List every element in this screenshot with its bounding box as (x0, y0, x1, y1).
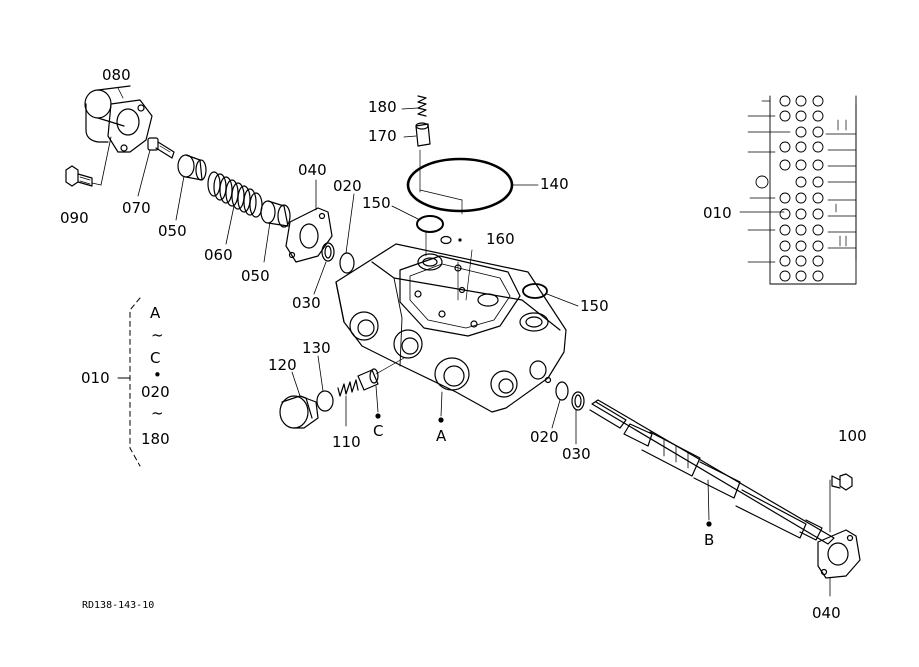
marker-a: A (436, 427, 447, 445)
reference-code: RD138-143-10 (82, 600, 155, 611)
spring-seat-050-left (175, 154, 207, 221)
label-120: 120 (268, 356, 297, 374)
marker-c: C (373, 422, 384, 440)
label-090: 090 (60, 209, 89, 227)
label-130: 130 (302, 339, 331, 357)
label-010-inset: 010 (703, 204, 732, 222)
range-a: A (150, 304, 161, 322)
valve-body (335, 149, 567, 413)
label-160: 160 (486, 230, 515, 248)
backup-ring-030-upper (313, 242, 335, 295)
label-170: 170 (368, 127, 397, 145)
range-020: 020 (141, 383, 170, 401)
range-tilde-1: ~ (151, 326, 164, 344)
marker-a-leader (438, 391, 444, 423)
label-100: 100 (838, 427, 867, 445)
label-030-upper: 030 (292, 294, 321, 312)
spring-110 (337, 379, 359, 427)
o-ring-150-right (522, 283, 579, 307)
o-ring-140 (406, 157, 539, 213)
range-180: 180 (141, 430, 170, 448)
flange-040-upper (285, 179, 333, 263)
label-040-upper: 040 (298, 161, 327, 179)
range-dot: • (153, 366, 162, 384)
spring-060 (207, 171, 263, 245)
label-020-upper: 020 (333, 177, 362, 195)
spool-b (589, 399, 835, 545)
label-080: 080 (102, 66, 131, 84)
cap-120 (279, 371, 319, 429)
range-c: C (150, 349, 161, 367)
o-ring-130 (316, 355, 334, 412)
label-020-right: 020 (530, 428, 559, 446)
label-010-bracket: 010 (81, 369, 110, 387)
pin-070 (137, 137, 175, 197)
label-110: 110 (332, 433, 361, 451)
poppet-c (357, 357, 405, 419)
marker-b: B (704, 531, 715, 549)
assembly-010-inset (739, 95, 857, 285)
flange-040-lower (817, 529, 861, 597)
ring-160 (440, 235, 462, 245)
plug-170 (401, 107, 431, 147)
label-040-lower: 040 (812, 604, 841, 622)
label-140: 140 (540, 175, 569, 193)
screw-090 (65, 165, 102, 187)
label-150-right: 150 (580, 297, 609, 315)
label-050-left: 050 (158, 222, 187, 240)
label-180: 180 (368, 98, 397, 116)
o-ring-150-upper (391, 205, 444, 233)
cover-housing-080 (84, 85, 153, 186)
range-tilde-2: ~ (151, 404, 164, 422)
spring-seat-050-right (260, 200, 291, 263)
label-050-right: 050 (241, 267, 270, 285)
spring-180 (417, 95, 427, 117)
screw-100 (829, 473, 853, 533)
label-150-upper: 150 (362, 194, 391, 212)
label-030-right: 030 (562, 445, 591, 463)
label-070: 070 (122, 199, 151, 217)
o-ring-020-right (551, 381, 569, 429)
range-bracket (117, 297, 141, 467)
label-060: 060 (204, 246, 233, 264)
backup-ring-030-right (571, 391, 585, 445)
o-ring-020-upper (339, 193, 355, 274)
